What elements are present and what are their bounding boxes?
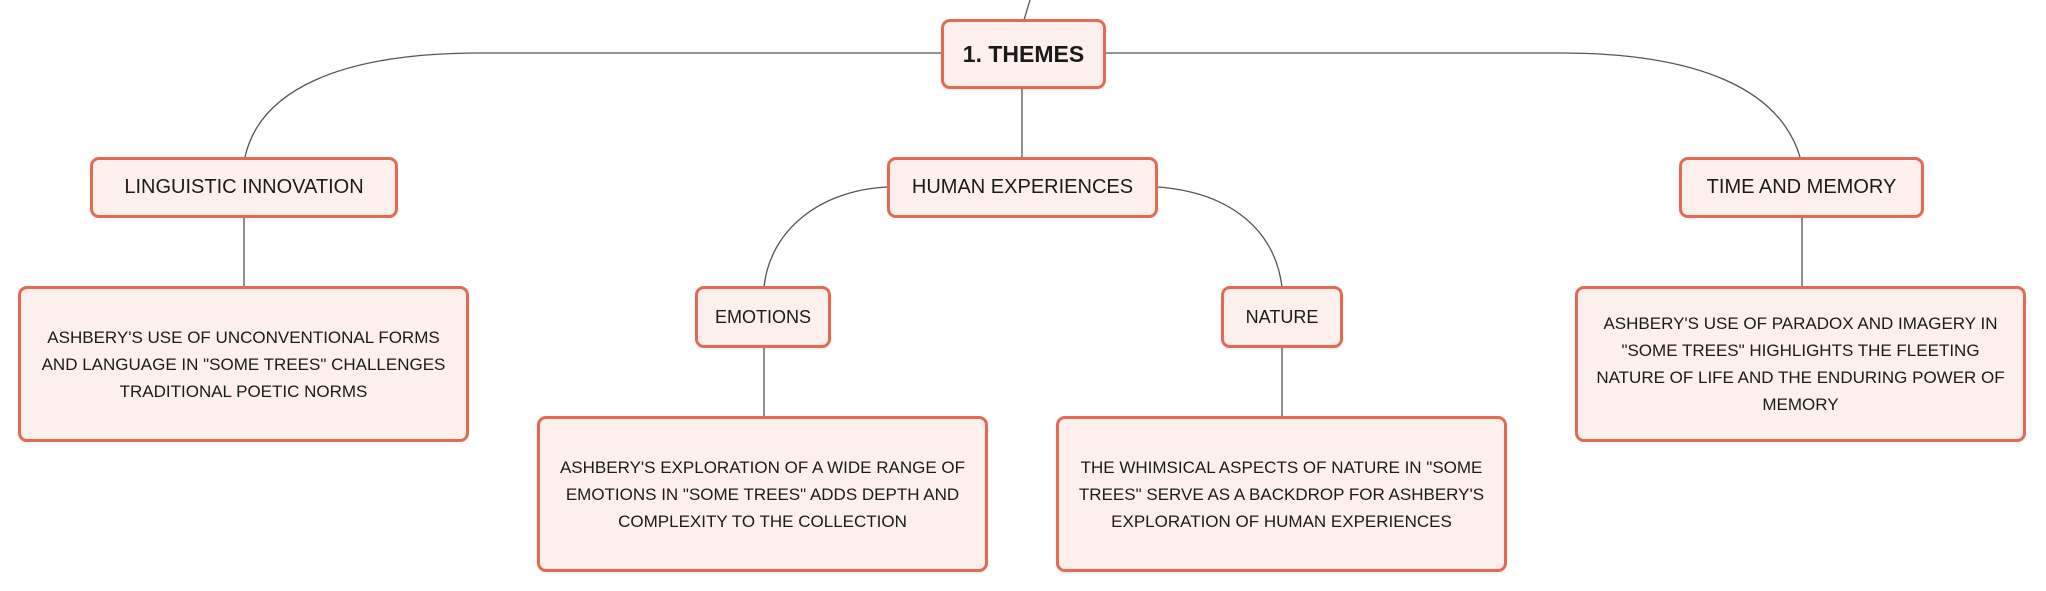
- node-label: TIME AND MEMORY: [1706, 176, 1897, 198]
- node-label: LINGUISTIC INNOVATION: [124, 176, 364, 198]
- node-label: HUMAN EXPERIENCES: [911, 176, 1134, 198]
- connector-root-to-time: [1105, 52, 1801, 158]
- detail-emotions[interactable]: ASHBERY'S EXPLORATION OF A WIDE RANGE OF…: [537, 416, 988, 572]
- connector-parent-to-root: [1023, 0, 1031, 21]
- detail-text: ASHBERY'S USE OF UNCONVENTIONAL FORMS AN…: [41, 327, 446, 401]
- node-nature[interactable]: NATURE: [1221, 286, 1343, 348]
- node-emotions[interactable]: EMOTIONS: [695, 286, 831, 348]
- root-node[interactable]: 1. THEMES: [941, 19, 1106, 89]
- node-label: NATURE: [1245, 306, 1319, 327]
- detail-nature[interactable]: THE WHIMSICAL ASPECTS OF NATURE IN "SOME…: [1056, 416, 1507, 572]
- connector-human-to-nature: [1156, 186, 1283, 288]
- detail-time-and-memory[interactable]: ASHBERY'S USE OF PARADOX AND IMAGERY IN …: [1575, 286, 2026, 442]
- detail-linguistic-innovation[interactable]: ASHBERY'S USE OF UNCONVENTIONAL FORMS AN…: [18, 286, 469, 442]
- node-time-and-memory[interactable]: TIME AND MEMORY: [1679, 157, 1924, 218]
- node-human-experiences[interactable]: HUMAN EXPERIENCES: [887, 157, 1158, 218]
- detail-text: ASHBERY'S EXPLORATION OF A WIDE RANGE OF…: [559, 457, 966, 531]
- node-label: EMOTIONS: [714, 306, 811, 327]
- node-linguistic-innovation[interactable]: LINGUISTIC INNOVATION: [90, 157, 398, 218]
- connector-root-to-linguistic: [244, 52, 942, 158]
- connector-human-to-emotions: [763, 186, 889, 288]
- detail-text: THE WHIMSICAL ASPECTS OF NATURE IN "SOME…: [1078, 457, 1485, 531]
- detail-text: ASHBERY'S USE OF PARADOX AND IMAGERY IN …: [1596, 314, 2005, 414]
- root-label: 1. THEMES: [962, 40, 1085, 67]
